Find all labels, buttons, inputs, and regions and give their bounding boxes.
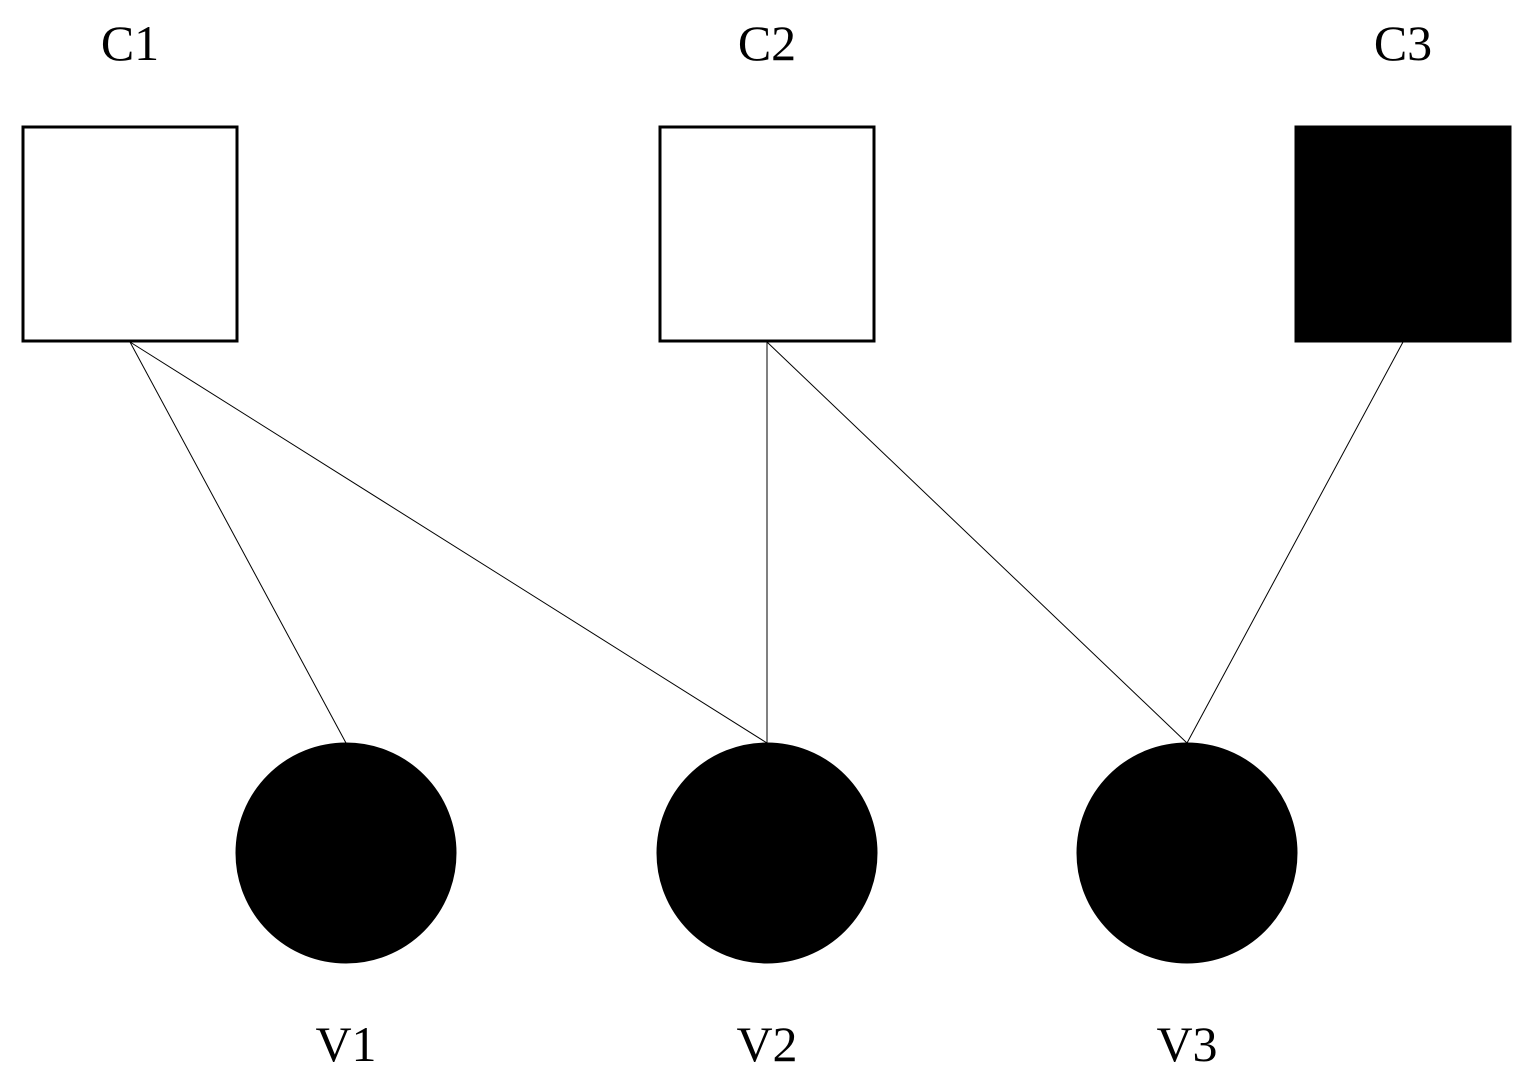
check-node-c3 — [1294, 125, 1512, 343]
edge-c1-v2 — [129, 341, 768, 744]
variable-node-label-v1: V1 — [315, 1016, 376, 1072]
labels-layer: C1 C2 C3 V1 V2 V3 — [101, 15, 1432, 1072]
check-node-label-c1: C1 — [101, 15, 159, 71]
variable-node-label-v2: V2 — [736, 1016, 797, 1072]
check-node-c2 — [658, 125, 876, 343]
edge-c2-v3 — [766, 341, 1188, 744]
variable-node-label-v3: V3 — [1156, 1016, 1217, 1072]
nodes-layer — [21, 125, 1512, 964]
check-node-c1 — [21, 125, 239, 343]
variable-node-v2 — [656, 742, 878, 964]
check-node-label-c3: C3 — [1374, 15, 1432, 71]
variable-node-v3 — [1076, 742, 1298, 964]
edge-c3-v3 — [1186, 341, 1404, 744]
check-node-label-c2: C2 — [738, 15, 796, 71]
edge-c1-v1 — [129, 341, 347, 744]
edges-layer — [129, 341, 1404, 744]
variable-node-v1 — [235, 742, 457, 964]
